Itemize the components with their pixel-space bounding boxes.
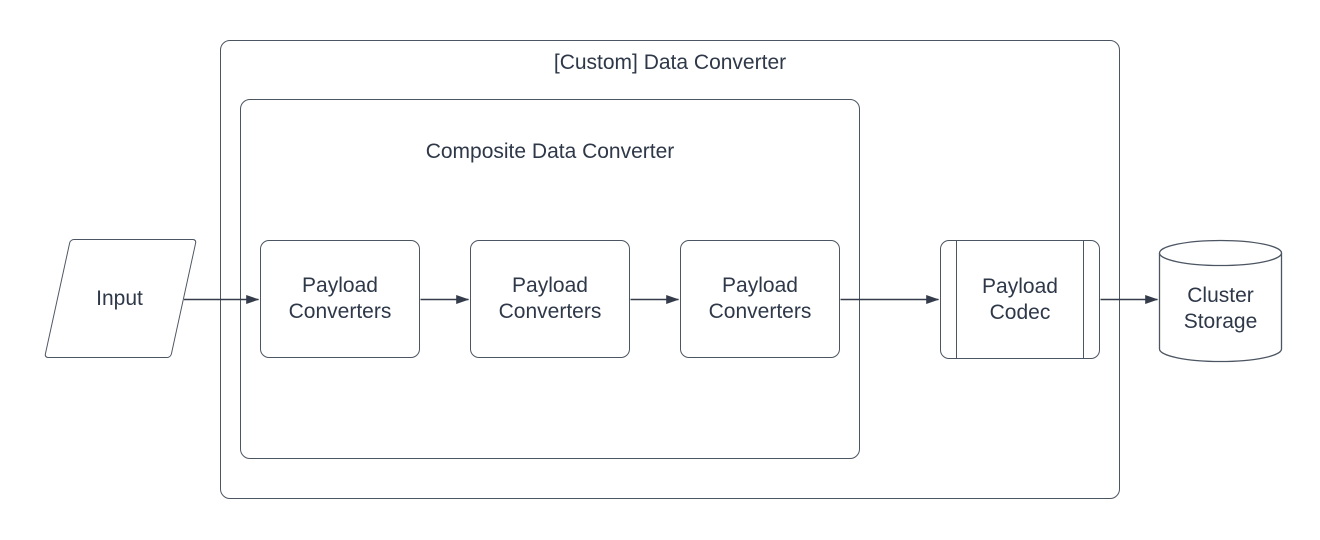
composite-data-converter-title: Composite Data Converter: [425, 140, 675, 163]
payload-converters-node-1-label: Payload Converters: [288, 274, 392, 323]
cluster-storage-node-label: Cluster Storage: [1183, 284, 1258, 333]
payload-codec-node: Payload Codec: [940, 240, 1100, 359]
payload-converters-node-1: Payload Converters: [260, 240, 420, 358]
payload-converters-node-2: Payload Converters: [470, 240, 630, 358]
payload-codec-node-label: Payload Codec: [982, 274, 1058, 324]
payload-codec-left-bar: [956, 241, 957, 358]
payload-converters-node-2-label: Payload Converters: [498, 274, 602, 323]
payload-codec-right-bar: [1083, 241, 1084, 358]
payload-converters-node-3-label: Payload Converters: [708, 274, 812, 323]
payload-converters-node-3: Payload Converters: [680, 240, 840, 358]
cluster-storage-cylinder-body: [1158, 239, 1283, 363]
input-node-label: Input: [96, 286, 143, 310]
cluster-storage-cylinder-rim: [1158, 252, 1283, 267]
custom-data-converter-title: [Custom] Data Converter: [553, 51, 787, 74]
